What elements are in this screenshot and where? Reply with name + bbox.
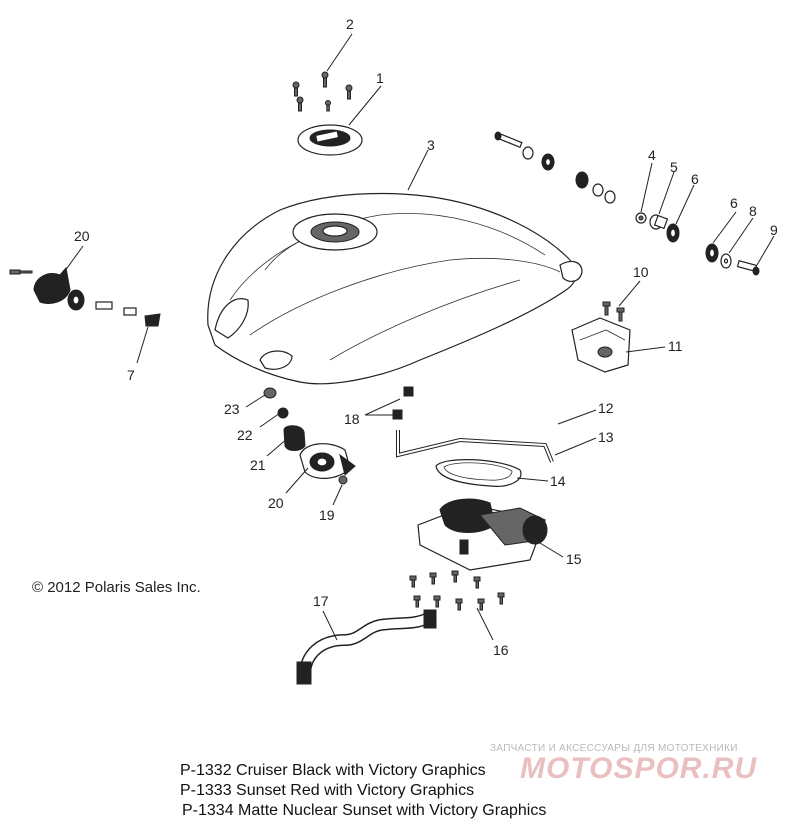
callout-23: 23 bbox=[224, 401, 240, 417]
fuel-tank[interactable] bbox=[207, 192, 583, 385]
grommet-6b[interactable] bbox=[705, 243, 719, 263]
pump-screws[interactable] bbox=[409, 570, 505, 611]
lower-mount-stack[interactable] bbox=[263, 387, 356, 485]
mount-bolt-long[interactable] bbox=[494, 131, 523, 149]
mount-washers-mid[interactable] bbox=[575, 171, 616, 204]
callout-14: 14 bbox=[550, 473, 566, 489]
fuel-cap-ring[interactable] bbox=[297, 124, 363, 156]
bracket-bolts[interactable] bbox=[602, 301, 625, 322]
fuel-pump[interactable] bbox=[417, 498, 548, 571]
mount-washers-upper[interactable] bbox=[522, 146, 555, 171]
left-mount[interactable] bbox=[9, 266, 161, 327]
callout-3: 3 bbox=[427, 137, 435, 153]
callout-13: 13 bbox=[598, 429, 614, 445]
callout-numbers: 1 2 3 4 5 6 6 8 9 10 11 12 13 14 15 16 1… bbox=[74, 16, 778, 658]
fuel-line-13[interactable] bbox=[396, 430, 554, 463]
callout-21: 21 bbox=[250, 457, 266, 473]
caption-line-1: P-1332 Cruiser Black with Victory Graphi… bbox=[180, 762, 486, 779]
caption-line-2: P-1333 Sunset Red with Victory Graphics bbox=[180, 782, 475, 799]
callout-4: 4 bbox=[648, 147, 656, 163]
copyright-notice: © 2012 Polaris Sales Inc. bbox=[32, 579, 201, 596]
watermark-tagline: ЗАПЧАСТИ И АКСЕССУАРЫ ДЛЯ МОТОТЕХНИКИ bbox=[490, 743, 738, 754]
callout-8: 8 bbox=[749, 203, 757, 219]
callout-6a: 6 bbox=[691, 171, 699, 187]
callout-5: 5 bbox=[670, 159, 678, 175]
callout-20b: 20 bbox=[268, 495, 284, 511]
callout-15: 15 bbox=[566, 551, 582, 567]
fuel-cap-screws[interactable] bbox=[292, 71, 353, 112]
callout-7: 7 bbox=[127, 367, 135, 383]
leader-lines bbox=[61, 33, 775, 641]
callout-9: 9 bbox=[770, 222, 778, 238]
washer-8[interactable] bbox=[720, 253, 732, 269]
caption-line-3: P-1334 Matte Nuclear Sunset with Victory… bbox=[182, 802, 547, 819]
spacer-5[interactable] bbox=[649, 214, 669, 230]
callout-1: 1 bbox=[376, 70, 384, 86]
bolt-9[interactable] bbox=[736, 260, 760, 276]
callout-6b: 6 bbox=[730, 195, 738, 211]
callout-11: 11 bbox=[668, 338, 683, 354]
callout-18: 18 bbox=[344, 411, 360, 427]
callout-16: 16 bbox=[493, 642, 509, 658]
callout-12: 12 bbox=[598, 400, 614, 416]
callout-19: 19 bbox=[319, 507, 335, 523]
nut-4[interactable] bbox=[635, 212, 647, 224]
fuel-hose[interactable] bbox=[296, 609, 437, 685]
callout-22: 22 bbox=[237, 427, 253, 443]
callout-2: 2 bbox=[346, 16, 354, 32]
grommet-6a[interactable] bbox=[666, 223, 680, 243]
gasket[interactable] bbox=[435, 459, 522, 487]
callout-17: 17 bbox=[313, 593, 329, 609]
fuel-line-12[interactable] bbox=[409, 410, 559, 449]
mount-bracket[interactable] bbox=[571, 317, 631, 373]
callout-10: 10 bbox=[633, 264, 649, 280]
callout-20a: 20 bbox=[74, 228, 90, 244]
watermark-logo: MOTOSPOR.RU bbox=[520, 752, 758, 785]
